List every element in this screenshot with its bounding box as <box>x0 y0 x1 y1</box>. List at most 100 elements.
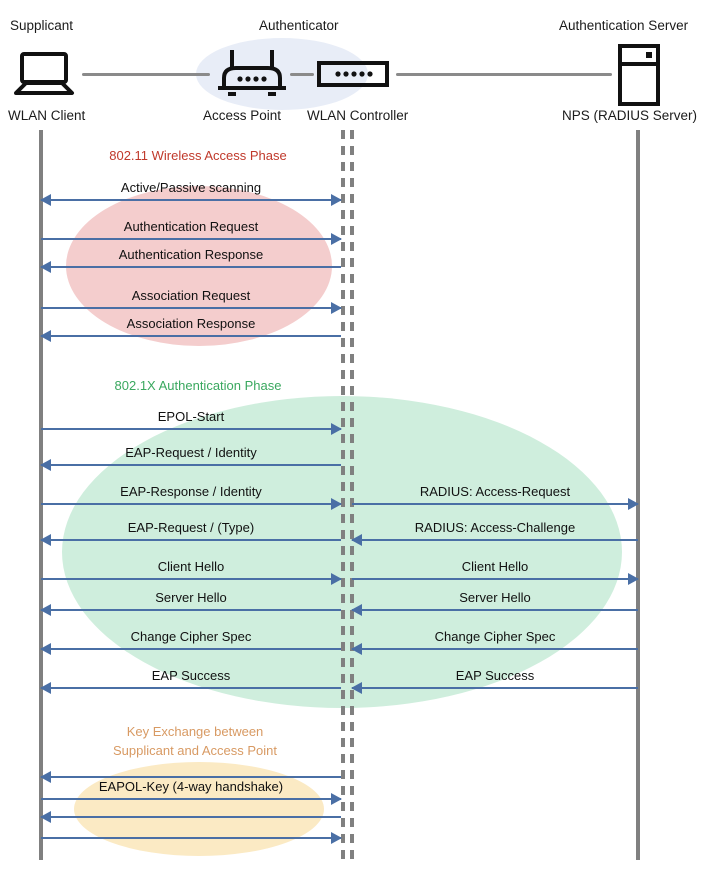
phase-label-key-exchange-line1: Key Exchange between <box>126 724 264 739</box>
message-line <box>352 648 638 650</box>
arrowhead-right-icon <box>331 793 342 805</box>
message-label: EAP-Request / Identity <box>125 445 257 460</box>
message-label: Association Response <box>126 316 256 331</box>
message-arrow <box>41 793 342 805</box>
message-label: Association Request <box>131 288 251 303</box>
message-line <box>41 816 341 818</box>
phase-label-key-exchange-line2: Supplicant and Access Point <box>112 743 278 758</box>
access-point-icon <box>214 48 290 98</box>
arrowhead-left-icon <box>351 534 362 546</box>
arrowhead-right-icon <box>331 233 342 245</box>
message-line <box>41 798 341 800</box>
message-line <box>41 464 341 466</box>
message-label: EAPOL-Key (4-way handshake) <box>98 779 284 794</box>
message-arrow <box>352 573 639 585</box>
actor-role-authenticator: Authenticator <box>259 18 339 33</box>
message-label: RADIUS: Access-Request <box>419 484 571 499</box>
arrowhead-left-icon <box>40 604 51 616</box>
message-arrow <box>40 534 341 546</box>
message-line <box>41 578 341 580</box>
phase-label-8021x: 802.1X Authentication Phase <box>114 378 282 393</box>
message-arrow <box>40 771 341 783</box>
message-label: EPOL-Start <box>157 409 225 424</box>
message-arrow <box>351 604 638 616</box>
message-line <box>352 609 638 611</box>
message-line <box>352 539 638 541</box>
message-arrow <box>40 604 341 616</box>
lifeline-authenticator-ap <box>341 130 345 860</box>
message-line <box>41 609 341 611</box>
message-line <box>41 837 341 839</box>
arrowhead-right-icon <box>628 498 639 510</box>
arrowhead-right-icon <box>331 194 342 206</box>
message-line <box>41 503 341 505</box>
arrowhead-right-icon <box>331 832 342 844</box>
message-line <box>41 307 341 309</box>
message-arrow <box>41 233 342 245</box>
message-arrow <box>41 573 342 585</box>
actor-caption-wlan-controller: WLAN Controller <box>307 108 409 123</box>
message-line <box>41 687 341 689</box>
link-client-to-ap <box>82 73 210 76</box>
message-line <box>41 539 341 541</box>
message-arrow <box>40 643 341 655</box>
message-label: Client Hello <box>461 559 529 574</box>
phase-label-key-exchange: Key Exchange between Supplicant and Acce… <box>0 722 390 760</box>
actor-caption-access-point: Access Point <box>203 108 282 123</box>
arrowhead-left-icon <box>40 261 51 273</box>
arrowhead-right-icon <box>331 498 342 510</box>
arrowhead-left-icon <box>40 534 51 546</box>
message-label: EAP-Request / (Type) <box>127 520 255 535</box>
message-line <box>41 776 341 778</box>
message-line <box>41 648 341 650</box>
arrowhead-right-icon <box>331 573 342 585</box>
arrowhead-left-icon <box>40 771 51 783</box>
message-arrow <box>352 498 639 510</box>
actor-caption-wlan-client: WLAN Client <box>8 108 86 123</box>
arrowhead-left-icon <box>40 643 51 655</box>
actor-role-authentication-server: Authentication Server <box>559 18 689 33</box>
arrowhead-left-icon <box>40 811 51 823</box>
laptop-icon <box>13 52 75 96</box>
message-arrow <box>40 261 341 273</box>
server-icon <box>617 44 661 106</box>
message-label: RADIUS: Access-Challenge <box>414 520 576 535</box>
message-label: Authentication Response <box>118 247 264 262</box>
arrowhead-left-icon <box>351 682 362 694</box>
lifeline-authenticator-wlc <box>350 130 354 860</box>
message-label: Change Cipher Spec <box>434 629 556 644</box>
message-arrow <box>41 498 342 510</box>
message-label: EAP-Response / Identity <box>120 484 262 499</box>
arrowhead-left-icon <box>40 330 51 342</box>
message-line <box>352 578 638 580</box>
message-arrow <box>351 643 638 655</box>
wlan-controller-icon <box>317 61 389 87</box>
message-label: EAP Success <box>151 668 231 683</box>
message-arrow <box>351 682 638 694</box>
message-arrow <box>41 832 342 844</box>
message-arrow <box>40 459 341 471</box>
link-ap-to-wlc <box>290 73 314 76</box>
message-line <box>352 503 638 505</box>
message-line <box>41 266 341 268</box>
message-arrow <box>41 302 342 314</box>
message-arrow <box>40 811 341 823</box>
message-label: Change Cipher Spec <box>130 629 252 644</box>
message-arrow <box>40 194 342 206</box>
arrowhead-left-icon <box>351 643 362 655</box>
message-line <box>352 687 638 689</box>
lifeline-supplicant <box>39 130 43 860</box>
message-arrow <box>40 682 341 694</box>
phase-label-80211: 802.11 Wireless Access Phase <box>109 148 287 163</box>
arrowhead-right-icon <box>331 423 342 435</box>
message-line <box>41 238 341 240</box>
message-label: Active/Passive scanning <box>120 180 262 195</box>
actor-role-supplicant: Supplicant <box>10 18 74 33</box>
arrowhead-left-icon <box>351 604 362 616</box>
message-arrow <box>40 330 341 342</box>
message-label: Client Hello <box>157 559 225 574</box>
arrowhead-right-icon <box>628 573 639 585</box>
message-label: Authentication Request <box>123 219 259 234</box>
actor-caption-nps-radius-server: NPS (RADIUS Server) <box>562 108 698 123</box>
